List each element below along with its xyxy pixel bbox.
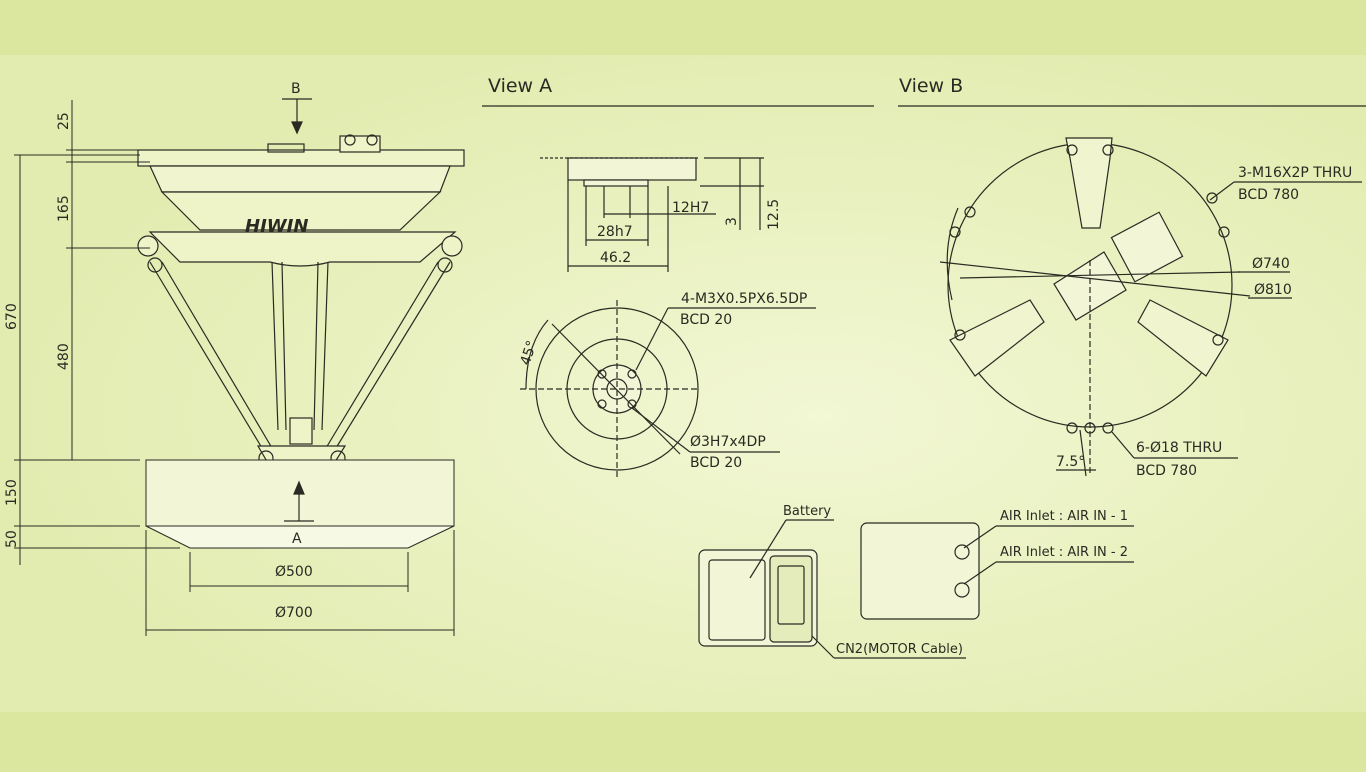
holes-bcd: BCD 20	[680, 312, 732, 328]
dia-740: Ø740	[1252, 256, 1290, 272]
dim-dia-700: Ø700	[275, 605, 313, 621]
hiwin-logo: HIWIN	[245, 216, 308, 237]
battery-label: Battery	[783, 504, 831, 519]
dim-46-2: 46.2	[600, 250, 631, 266]
thru3-label: 3-M16X2P THRU	[1238, 165, 1352, 181]
dim-150: 150	[4, 479, 20, 506]
dim-dia-500: Ø500	[275, 564, 313, 580]
holes-label: 4-M3X0.5PX6.5DP	[681, 291, 807, 307]
dim-12h7: 12H7	[672, 200, 709, 216]
pin-bcd: BCD 20	[690, 455, 742, 471]
battery-panel	[698, 519, 966, 659]
dim-50: 50	[4, 530, 20, 548]
air-inlet-panel	[860, 522, 1134, 620]
dim-165: 165	[56, 195, 72, 222]
air2-label: AIR Inlet : AIR IN - 2	[1000, 545, 1128, 560]
dim-28h7: 28h7	[597, 224, 633, 240]
view-b-base-top	[939, 137, 1362, 477]
view-a-flange-side	[540, 157, 764, 272]
angle-7-5: 7.5°	[1056, 454, 1085, 470]
air1-label: AIR Inlet : AIR IN - 1	[1000, 509, 1128, 524]
marker-b: B	[291, 81, 301, 97]
marker-a: A	[292, 531, 302, 547]
dim-480: 480	[56, 343, 72, 370]
thru3-bcd: BCD 780	[1238, 187, 1299, 203]
dia-810: Ø810	[1254, 282, 1292, 298]
cn2-label: CN2(MOTOR Cable)	[836, 642, 963, 657]
angle-45: 45°	[518, 339, 541, 368]
view-a-title: View A	[488, 75, 552, 97]
view-b-title: View B	[899, 75, 963, 97]
dim-670: 670	[4, 303, 20, 330]
view-a-flange-face	[520, 300, 816, 478]
thru6-label: 6-Ø18 THRU	[1136, 440, 1222, 456]
pin-label: Ø3H7x4DP	[690, 434, 766, 450]
dim-25: 25	[56, 112, 72, 130]
thru6-bcd: BCD 780	[1136, 463, 1197, 479]
dim-12-5: 12.5	[766, 199, 782, 230]
dim-3: 3	[724, 217, 740, 226]
robot-side-view	[137, 134, 465, 549]
